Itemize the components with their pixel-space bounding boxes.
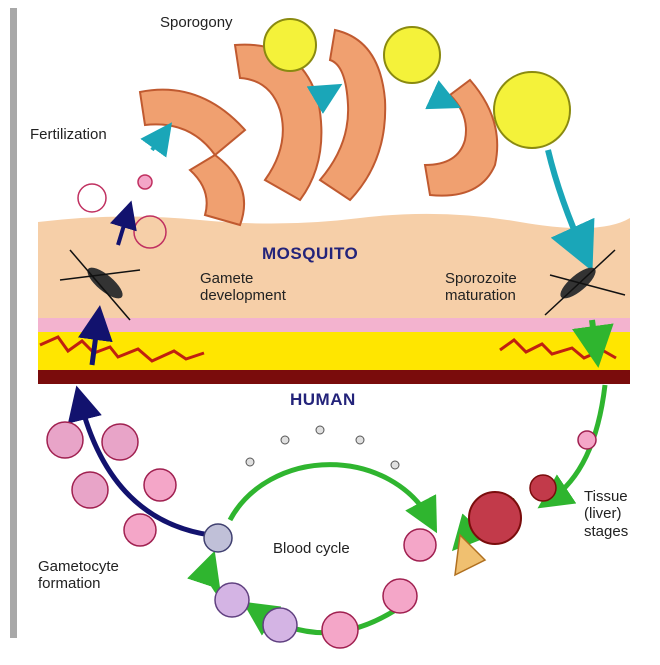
merozoite-1: [281, 436, 289, 444]
gametocyte-4: [144, 469, 176, 501]
label-fertilization: Fertilization: [30, 126, 107, 143]
label-human: HUMAN: [290, 390, 356, 410]
gametocyte-3: [72, 472, 108, 508]
merozoite-3: [356, 436, 364, 444]
label-gametocyte-line1: Gametocyte: [38, 558, 119, 575]
gut-segment-3: [320, 30, 385, 200]
zygote: [138, 175, 152, 189]
rbc-2: [383, 579, 417, 613]
arrow-fertilization-up: [152, 132, 165, 150]
merozoite-4: [246, 458, 254, 466]
arrow-gut-2: [437, 97, 450, 103]
label-gamete-development: Gamete development: [200, 270, 286, 305]
label-gamete-line1: Gamete: [200, 270, 253, 287]
rbc-4: [263, 608, 297, 642]
label-tissue-stages: Tissue (liver) stages: [584, 488, 628, 540]
gamete-cell-1: [78, 184, 106, 212]
merozoite-5: [391, 461, 399, 469]
label-sporozoite-maturation: Sporozoite maturation: [445, 270, 517, 305]
label-gametocyte-formation: Gametocyte formation: [38, 558, 119, 593]
label-gamete-line2: development: [200, 287, 286, 304]
label-gametocyte-line2: formation: [38, 575, 101, 592]
gametocyte-1: [47, 422, 83, 458]
gamete-cell-2: [134, 216, 166, 248]
arrow-to-liver: [550, 385, 605, 500]
skin-surface-layer: [38, 214, 630, 325]
merozoite-2: [316, 426, 324, 434]
label-tissue-line1: Tissue: [584, 488, 628, 505]
pink-layer: [38, 318, 630, 332]
gametocyte-2: [102, 424, 138, 460]
mosquito-skin-band: [38, 214, 630, 384]
gametocyte-cells: [47, 422, 176, 546]
oocyst-1: [264, 19, 316, 71]
yellow-fat-layer: [38, 332, 630, 370]
label-mosquito: MOSQUITO: [262, 244, 358, 264]
gametocyte-5: [124, 514, 156, 546]
label-sporogony: Sporogony: [160, 14, 233, 31]
label-sporozoite-line1: Sporozoite: [445, 270, 517, 287]
oocyst-2: [384, 27, 440, 83]
tissue-stage-cells: [455, 431, 596, 575]
blood-cycle-cells: [204, 426, 436, 648]
rbc-5: [215, 583, 249, 617]
arrow-gut-1: [315, 90, 332, 100]
liver-cone: [455, 535, 485, 575]
oocyst-3-bursting: [494, 72, 570, 148]
gut-segment-1b: [190, 155, 244, 225]
label-tissue-line2: (liver): [584, 505, 622, 522]
label-blood-cycle: Blood cycle: [273, 540, 350, 557]
liver-cell-medium: [530, 475, 556, 501]
red-blood-vessel-layer: [38, 370, 630, 384]
liver-cell-small: [578, 431, 596, 449]
mosquito-gut-segments: [140, 30, 497, 225]
frame-bar: [10, 8, 17, 638]
gut-segment-4: [425, 80, 497, 196]
label-tissue-line3: stages: [584, 523, 628, 540]
arrow-blood-cycle-top: [230, 465, 430, 520]
arrow-injection: [592, 320, 596, 350]
label-sporozoite-line2: maturation: [445, 287, 516, 304]
rbc-1: [404, 529, 436, 561]
liver-schizont: [469, 492, 521, 544]
rbc-3: [322, 612, 358, 648]
rbc-schizont: [204, 524, 232, 552]
